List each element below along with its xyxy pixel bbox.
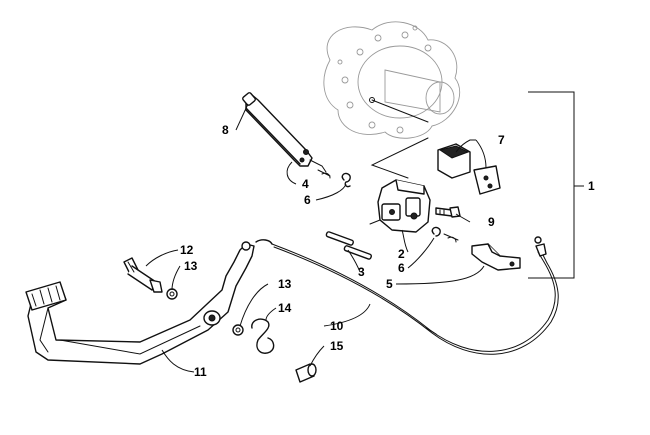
callout-1-bracket [528, 91, 575, 279]
washer-13-right [232, 324, 244, 336]
callout-7: 7 [498, 133, 505, 147]
callout-1: 1 [588, 179, 595, 193]
assembly-line-hub [370, 137, 429, 179]
callout-3: 3 [358, 265, 365, 279]
callout-9: 9 [488, 215, 495, 229]
bracket-5 [471, 243, 521, 271]
pin-3-upper [325, 231, 354, 246]
brake-cable-10 [255, 236, 559, 355]
cotter-pin-4 [317, 169, 331, 179]
caliper-housing-2 [369, 179, 431, 233]
cotter-pin-6 [443, 233, 459, 243]
callout-5: 5 [386, 277, 393, 291]
callout-13-left: 13 [184, 259, 198, 273]
bushing-15 [295, 363, 317, 383]
callout-14: 14 [278, 301, 292, 315]
wheel-hub-ghost [323, 21, 461, 139]
lever-arm-8 [242, 92, 327, 173]
callout-13-right: 13 [278, 277, 292, 291]
washer-13-left-hole [169, 291, 175, 297]
callout-6-lower: 6 [398, 261, 405, 275]
callout-12: 12 [180, 243, 194, 257]
callout-11: 11 [194, 365, 207, 379]
brake-pad-7-upper [437, 143, 471, 179]
pin-3-lower [343, 245, 372, 260]
callout-15: 15 [330, 339, 344, 353]
bolt-9 [435, 206, 461, 218]
callout-4: 4 [302, 177, 309, 191]
washer-13-right-hole [235, 327, 241, 333]
callout-10: 10 [330, 319, 344, 333]
spring-clip-6-lower [431, 226, 441, 237]
leader-lines [145, 103, 487, 373]
callout-8: 8 [222, 123, 229, 137]
brake-pedal-11 [25, 241, 255, 365]
callout-2: 2 [398, 247, 405, 261]
brake-pad-7-lower [473, 165, 501, 195]
pivot-shaft-12 [123, 257, 163, 293]
callout-6-upper: 6 [304, 193, 311, 207]
washer-13-left [166, 288, 178, 300]
spring-clip-14 [251, 318, 275, 354]
